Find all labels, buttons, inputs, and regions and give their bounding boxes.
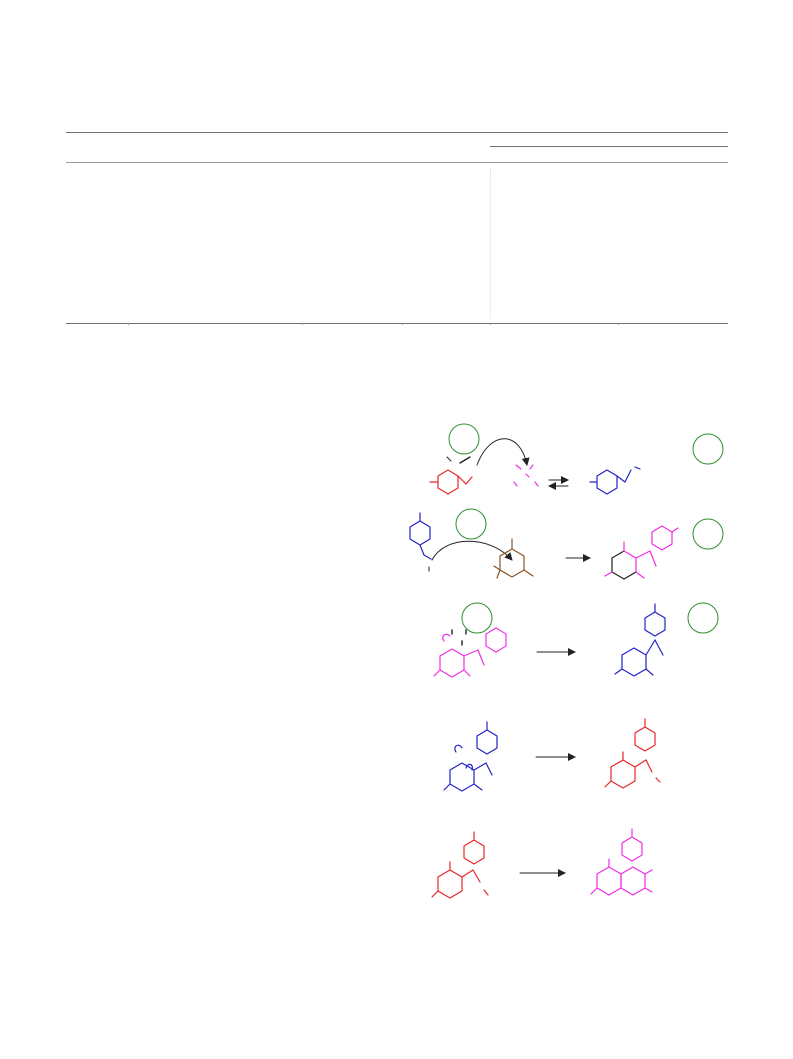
circle-marker bbox=[455, 508, 487, 540]
step-1 bbox=[429, 423, 724, 495]
table-column-tick bbox=[618, 323, 619, 325]
circle-marker bbox=[448, 423, 480, 455]
blue-product-molecule bbox=[614, 603, 666, 677]
red-xanthene-molecule bbox=[604, 718, 661, 789]
table-column-tick bbox=[128, 323, 129, 325]
table-column-tick bbox=[490, 323, 491, 325]
red-final-intermediate-molecule bbox=[431, 831, 489, 899]
magenta-reagent-molecule bbox=[513, 464, 539, 487]
step-2 bbox=[409, 508, 724, 580]
brown-dimedone-molecule bbox=[493, 538, 534, 579]
blue-intermediate-molecule bbox=[409, 512, 432, 560]
step-3 bbox=[433, 602, 719, 678]
table-column-divider bbox=[490, 168, 491, 318]
magenta-intermediate-molecule bbox=[433, 627, 507, 678]
table-group-rule bbox=[490, 146, 728, 147]
black-magenta-adduct-molecule bbox=[604, 525, 679, 580]
step-4 bbox=[443, 718, 661, 792]
circle-marker bbox=[461, 602, 493, 634]
curved-arrow bbox=[476, 438, 530, 466]
step-5 bbox=[431, 828, 653, 899]
circle-marker bbox=[687, 602, 719, 634]
red-aldehyde-molecule bbox=[429, 469, 473, 495]
table-top-rule bbox=[66, 132, 728, 133]
magenta-final-product-molecule bbox=[590, 828, 653, 896]
circle-marker bbox=[692, 433, 724, 465]
table-column-tick bbox=[402, 323, 403, 325]
blue-imine-molecule bbox=[589, 466, 641, 495]
table-header-rule bbox=[66, 162, 728, 163]
circle-marker bbox=[692, 518, 724, 550]
blue-cyclization-molecule bbox=[443, 721, 498, 792]
table-bottom-rule bbox=[66, 323, 728, 324]
table-column-tick bbox=[302, 323, 303, 325]
